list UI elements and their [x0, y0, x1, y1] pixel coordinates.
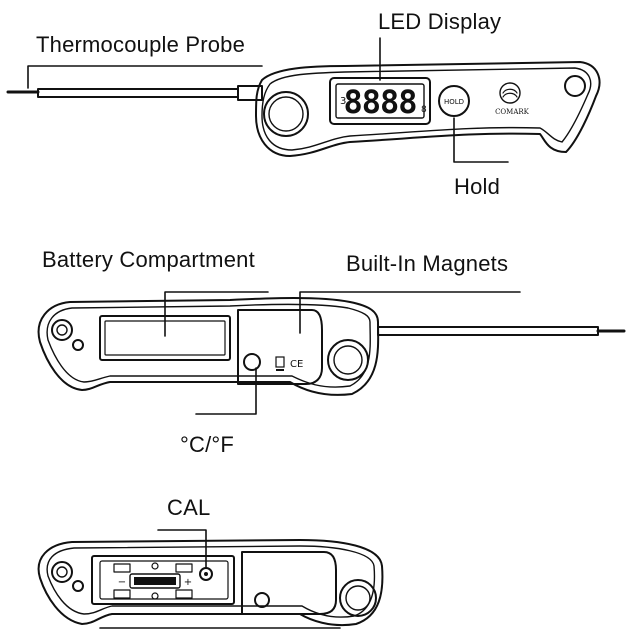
hold-button	[438, 85, 470, 117]
display-right-mark: 8	[421, 105, 427, 115]
back-view	[37, 297, 626, 396]
back-probe-pivot	[327, 339, 369, 381]
label-hold: Hold	[454, 174, 501, 199]
back-screw-icon	[72, 339, 84, 351]
unit-switch-button	[243, 353, 261, 371]
hold-button-label: HOLD	[444, 98, 464, 106]
battery-plus: +	[184, 577, 192, 588]
magnet-panel	[237, 309, 323, 385]
display-left-mark: 3	[340, 96, 346, 107]
label-cal: CAL	[167, 495, 211, 520]
front-body-outline	[255, 61, 601, 157]
cal-leader-line	[157, 529, 207, 569]
back-body-outline	[37, 297, 380, 396]
back-leader-lines	[164, 291, 521, 415]
brand-name: COMARK	[495, 108, 530, 116]
thermocouple-probe	[6, 85, 263, 101]
open-back-view	[37, 539, 384, 629]
front-leader-lines	[27, 37, 509, 163]
weee-bin-icon	[275, 356, 285, 371]
back-pivot	[51, 319, 73, 341]
battery-icon	[129, 573, 181, 589]
label-thermocouple-probe: Thermocouple Probe	[36, 32, 246, 57]
label-battery-compartment: Battery Compartment	[42, 247, 255, 272]
open-battery-bay	[91, 555, 235, 605]
display-digits: 8888	[343, 83, 416, 121]
front-hang-hole	[564, 75, 586, 97]
open-body-outline	[37, 539, 384, 626]
battery-minus: −	[118, 577, 126, 588]
front-pivot-ring	[263, 91, 309, 137]
ce-mark: CE	[290, 359, 303, 370]
back-probe	[377, 326, 626, 336]
label-unit-switch: °C/°F	[180, 432, 235, 457]
label-led-display: LED Display	[378, 9, 502, 34]
brand-logo-icon	[499, 82, 521, 104]
front-view	[6, 61, 601, 157]
label-built-in-magnets: Built-In Magnets	[346, 251, 509, 276]
